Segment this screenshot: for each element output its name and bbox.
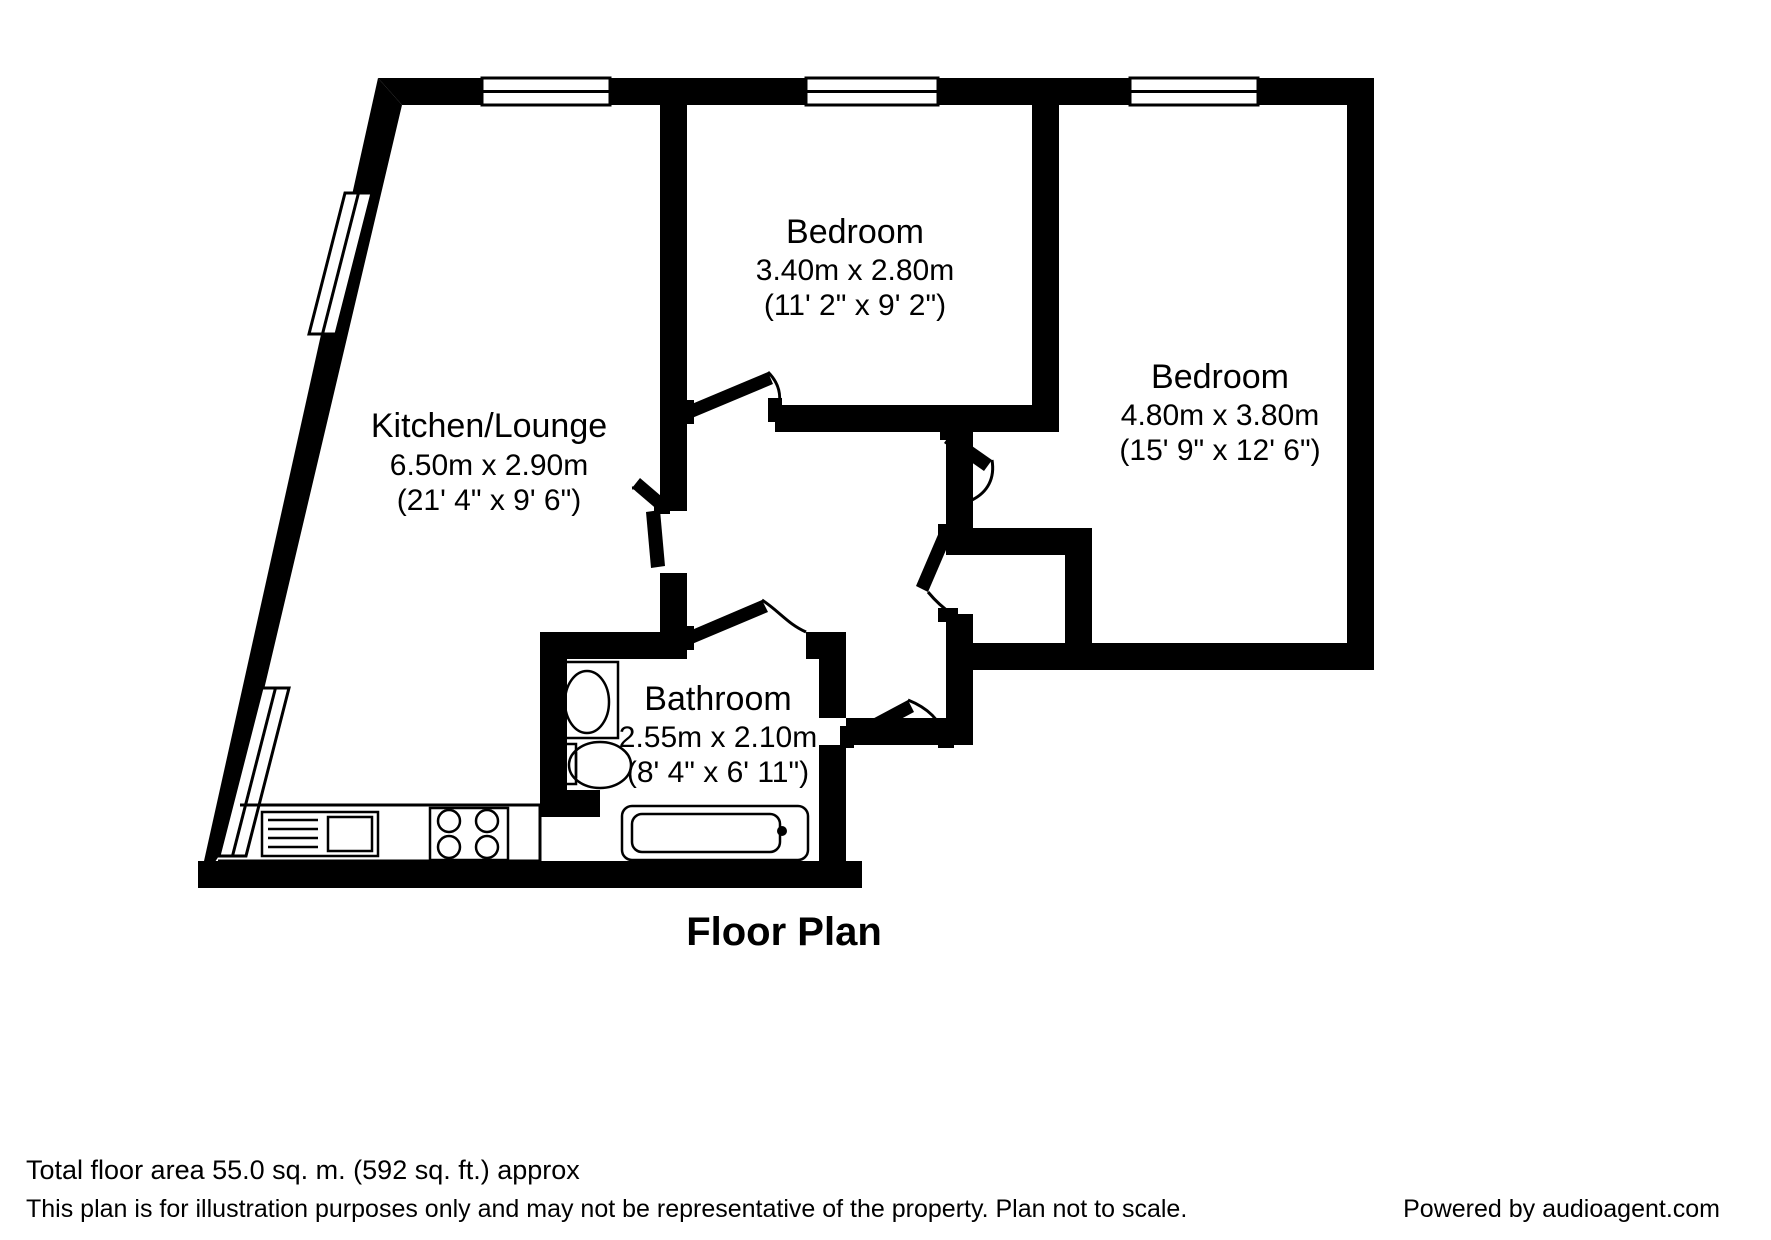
room-imperial: (15' 9" x 12' 6") [1119, 434, 1320, 467]
door-icon [631, 478, 670, 568]
room-imperial: (21' 4" x 9' 6") [397, 484, 582, 517]
toilet-icon [550, 740, 633, 790]
disclaimer-text: This plan is for illustration purposes o… [26, 1195, 1188, 1223]
footer: Total floor area 55.0 sq. m. (592 sq. ft… [26, 1152, 1746, 1226]
total-floor-area: Total floor area 55.0 sq. m. (592 sq. ft… [26, 1155, 580, 1185]
room-metric: 6.50m x 2.90m [390, 449, 588, 482]
room-metric: 3.40m x 2.80m [756, 254, 954, 287]
window-icon [307, 191, 374, 336]
room-name: Bathroom [644, 680, 791, 718]
room-name: Kitchen/Lounge [371, 407, 607, 445]
powered-by-label: Powered by audioagent.com [1403, 1195, 1720, 1223]
room-metric: 2.55m x 2.10m [619, 721, 817, 754]
door-icon [916, 524, 958, 622]
window-group [217, 76, 1260, 858]
door-icon [840, 698, 954, 748]
bathroom-fixtures [550, 660, 810, 862]
door-icon [680, 370, 782, 424]
room-imperial: (8' 4" x 6' 11") [627, 756, 809, 789]
kitchen-fixtures [218, 803, 542, 863]
window-icon [1128, 76, 1260, 107]
basin-icon [554, 660, 620, 740]
door-group [631, 370, 995, 748]
door-icon [680, 598, 807, 650]
room-name: Bedroom [786, 213, 924, 251]
window-icon [217, 686, 291, 858]
door-icon [940, 424, 995, 502]
sink-icon [260, 810, 380, 858]
room-imperial: (11' 2" x 9' 2") [764, 289, 946, 322]
room-label-kitchen-lounge: Kitchen/Lounge 6.50m x 2.90m (21' 4" x 9… [371, 407, 607, 517]
window-icon [804, 76, 940, 107]
room-label-bedroom-1: Bedroom 3.40m x 2.80m (11' 2" x 9' 2") [756, 213, 954, 322]
page-title: Floor Plan [686, 910, 882, 954]
room-name: Bedroom [1151, 358, 1289, 396]
room-metric: 4.80m x 3.80m [1121, 399, 1319, 432]
room-label-bathroom: Bathroom 2.55m x 2.10m (8' 4" x 6' 11") [619, 680, 817, 789]
bath-icon [620, 804, 810, 862]
room-label-bedroom-2: Bedroom 4.80m x 3.80m (15' 9" x 12' 6") [1119, 358, 1320, 467]
hob-icon [428, 806, 510, 862]
window-icon [480, 76, 612, 107]
